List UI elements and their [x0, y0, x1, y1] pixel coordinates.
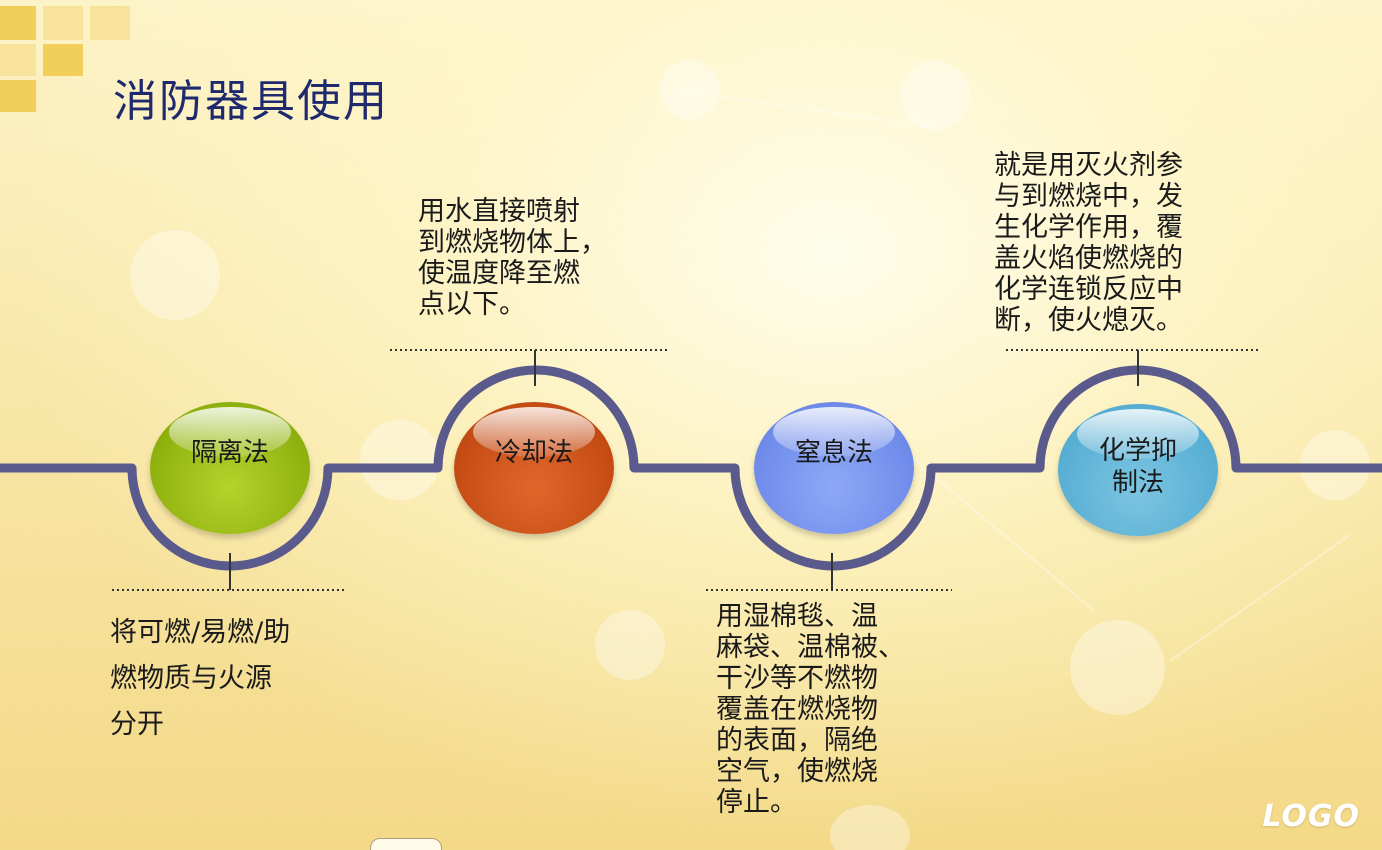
- background-circle: [660, 60, 720, 120]
- background-circle: [1070, 620, 1165, 715]
- method-chemical-orb: 化学抑 制法: [1058, 404, 1218, 536]
- corner-square: [0, 6, 36, 40]
- method-label: 隔离法: [190, 438, 269, 468]
- corner-square: [43, 6, 83, 40]
- method-cooling-description: 用水直接喷射 到燃烧物体上， 使温度降至燃 点以下。: [418, 196, 607, 320]
- method-label: 化学抑 制法: [1098, 436, 1177, 498]
- method-isolation-description: 将可燃/易燃/助 燃物质与火源 分开: [110, 617, 291, 740]
- method-suffocation-orb: 窒息法: [754, 402, 914, 534]
- corner-square: [0, 44, 36, 76]
- background-circle: [360, 420, 440, 500]
- slide-nav-tab[interactable]: [370, 838, 442, 850]
- background-circle: [900, 60, 970, 130]
- logo: LOGO: [1262, 799, 1360, 834]
- corner-square: [90, 6, 130, 40]
- corner-square: [0, 80, 36, 112]
- method-label: 窒息法: [794, 438, 873, 468]
- page-title: 消防器具使用: [113, 76, 389, 127]
- background-circle: [830, 805, 910, 850]
- method-chemical-description: 就是用灭火剂参 与到燃烧中，发 生化学作用，覆 盖火焰使燃烧的 化学连锁反应中 …: [994, 150, 1183, 336]
- method-isolation-orb: 隔离法: [150, 402, 310, 534]
- background-circle: [595, 610, 665, 680]
- background-circle: [130, 230, 220, 320]
- corner-square: [43, 44, 83, 76]
- method-suffocation-description: 用湿棉毯、温 麻袋、温棉被、 干沙等不燃物 覆盖在燃烧物 的表面，隔绝 空气，使…: [716, 601, 905, 818]
- method-cooling-orb: 冷却法: [454, 402, 614, 534]
- method-label: 冷却法: [494, 438, 573, 468]
